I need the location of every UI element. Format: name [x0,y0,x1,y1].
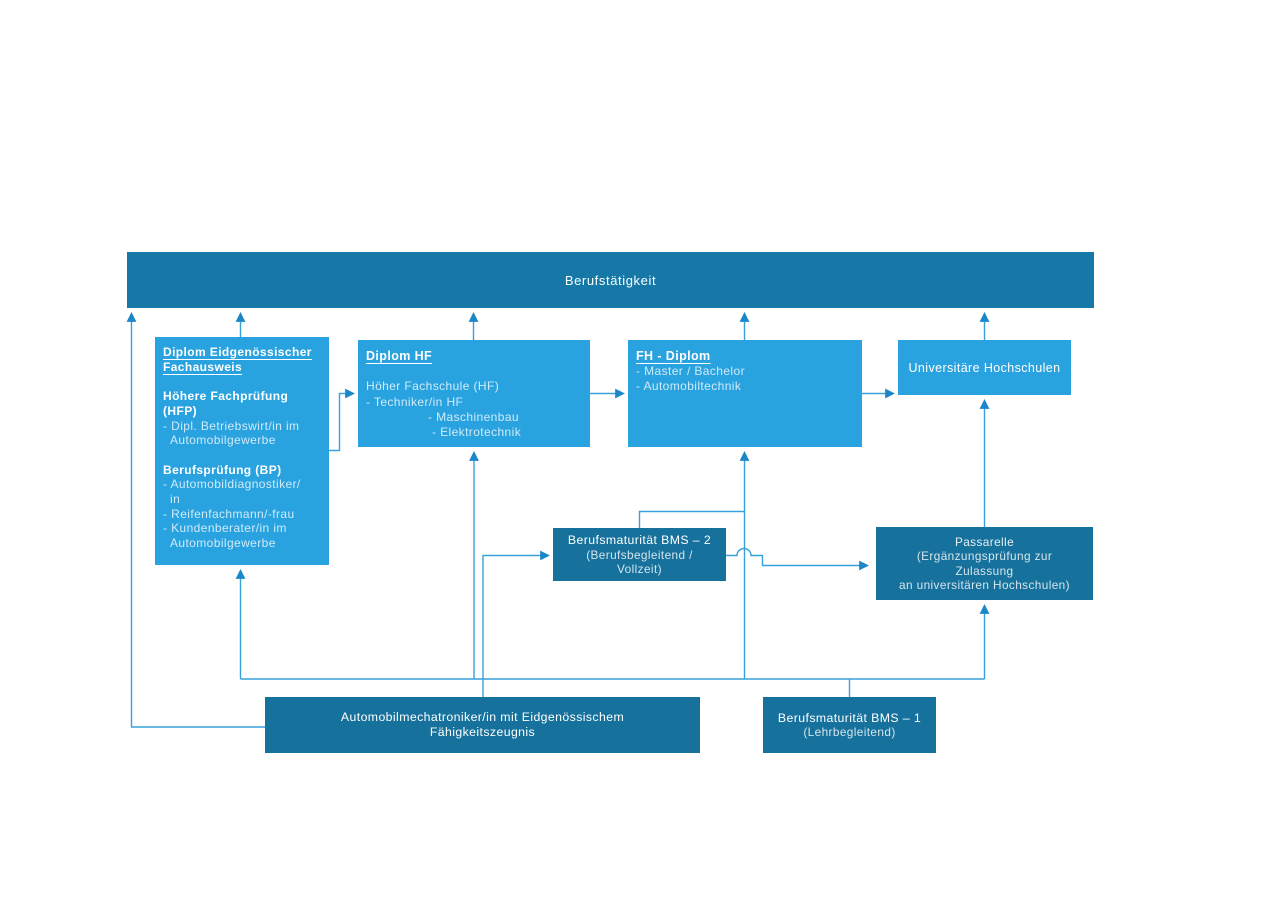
fachausweis-title-line1: Diplom Eidgenössischer [163,345,312,359]
passarelle-line: Passarelle [954,535,1015,550]
fachausweis-item: - Kundenberater/in im [163,521,287,536]
diplom-hf-line: - Maschinenbau [428,409,519,424]
fh-diplom-line: - Automobiltechnik [636,379,742,394]
fachausweis-hfp-line2: (HFP) [163,403,197,418]
fachausweis-item: - Reifenfachmann/-frau [163,506,295,521]
fachausweis-item: Automobilgewerbe [170,433,276,448]
fh-diplom-line: - Master / Bachelor [636,364,745,379]
fachausweis-item: - Dipl. Betriebswirt/in im [163,418,300,433]
diplom-hf-line: Höher Fachschule (HF) [366,379,500,394]
box-automobilmechatroniker-efz: Automobilmechatroniker/in mit Eidgenössi… [265,697,700,753]
arrow-fachausweis-to-diplomhf [329,388,355,452]
efz-line: Fähigkeitszeugnis [429,725,536,739]
bms1-line: (Lehrbegleitend) [803,725,896,740]
fachausweis-item: Automobilgewerbe [170,536,276,551]
arrow-efz-to-bms2 [482,550,550,697]
box-universitaere-hochschulen: Universitäre Hochschulen [898,340,1071,395]
box-bms-2: Berufsmaturität BMS – 2 (Berufsbegleiten… [553,528,726,581]
box-passarelle: Passarelle (Ergänzungsprüfung zur Zulass… [876,527,1093,600]
box-bms-1: Berufsmaturität BMS – 1 (Lehrbegleitend) [763,697,936,753]
uni-label: Universitäre Hochschulen [908,360,1061,375]
fh-diplom-title: FH - Diplom [636,349,711,363]
fachausweis-hfp-line1: Höhere Fachprüfung [163,389,289,404]
diplom-hf-line: - Techniker/in HF [366,394,464,409]
diplom-hf-line: - Elektrotechnik [432,425,522,439]
bms2-line: Vollzeit) [617,561,662,576]
fachausweis-title-line2: Fachausweis [163,359,243,374]
passarelle-line: an universitären Hochschulen) [899,577,1070,592]
arrow-bms2-to-passarelle [726,547,869,571]
efz-line: Automobilmechatroniker/in mit Eidgenössi… [340,710,625,725]
fachausweis-bp-heading: Berufsprüfung (BP) [163,462,282,477]
fachausweis-item: in [170,492,181,506]
passarelle-line: Zulassung [955,563,1014,578]
diplom-hf-title: Diplom HF [366,349,433,363]
box-berufstaetigkeit: Berufstätigkeit [127,252,1094,308]
bms2-line: Berufsmaturität BMS – 2 [567,533,712,547]
passarelle-line: (Ergänzungsprüfung zur [916,549,1053,564]
box-fachausweis: Diplom Eidgenössischer Fachausweis Höher… [155,337,329,565]
bms2-line: (Berufsbegleitend / [586,547,693,562]
fachausweis-item: - Automobildiagnostiker/ [163,477,301,492]
box-fh-diplom: FH - Diplom - Master / Bachelor - Automo… [628,340,862,447]
line-bms2-to-riser [638,510,745,528]
berufstaetigkeit-label: Berufstätigkeit [564,272,657,288]
bms1-line: Berufsmaturität BMS – 1 [777,710,922,725]
box-diplom-hf: Diplom HF Höher Fachschule (HF) - Techni… [358,340,590,447]
